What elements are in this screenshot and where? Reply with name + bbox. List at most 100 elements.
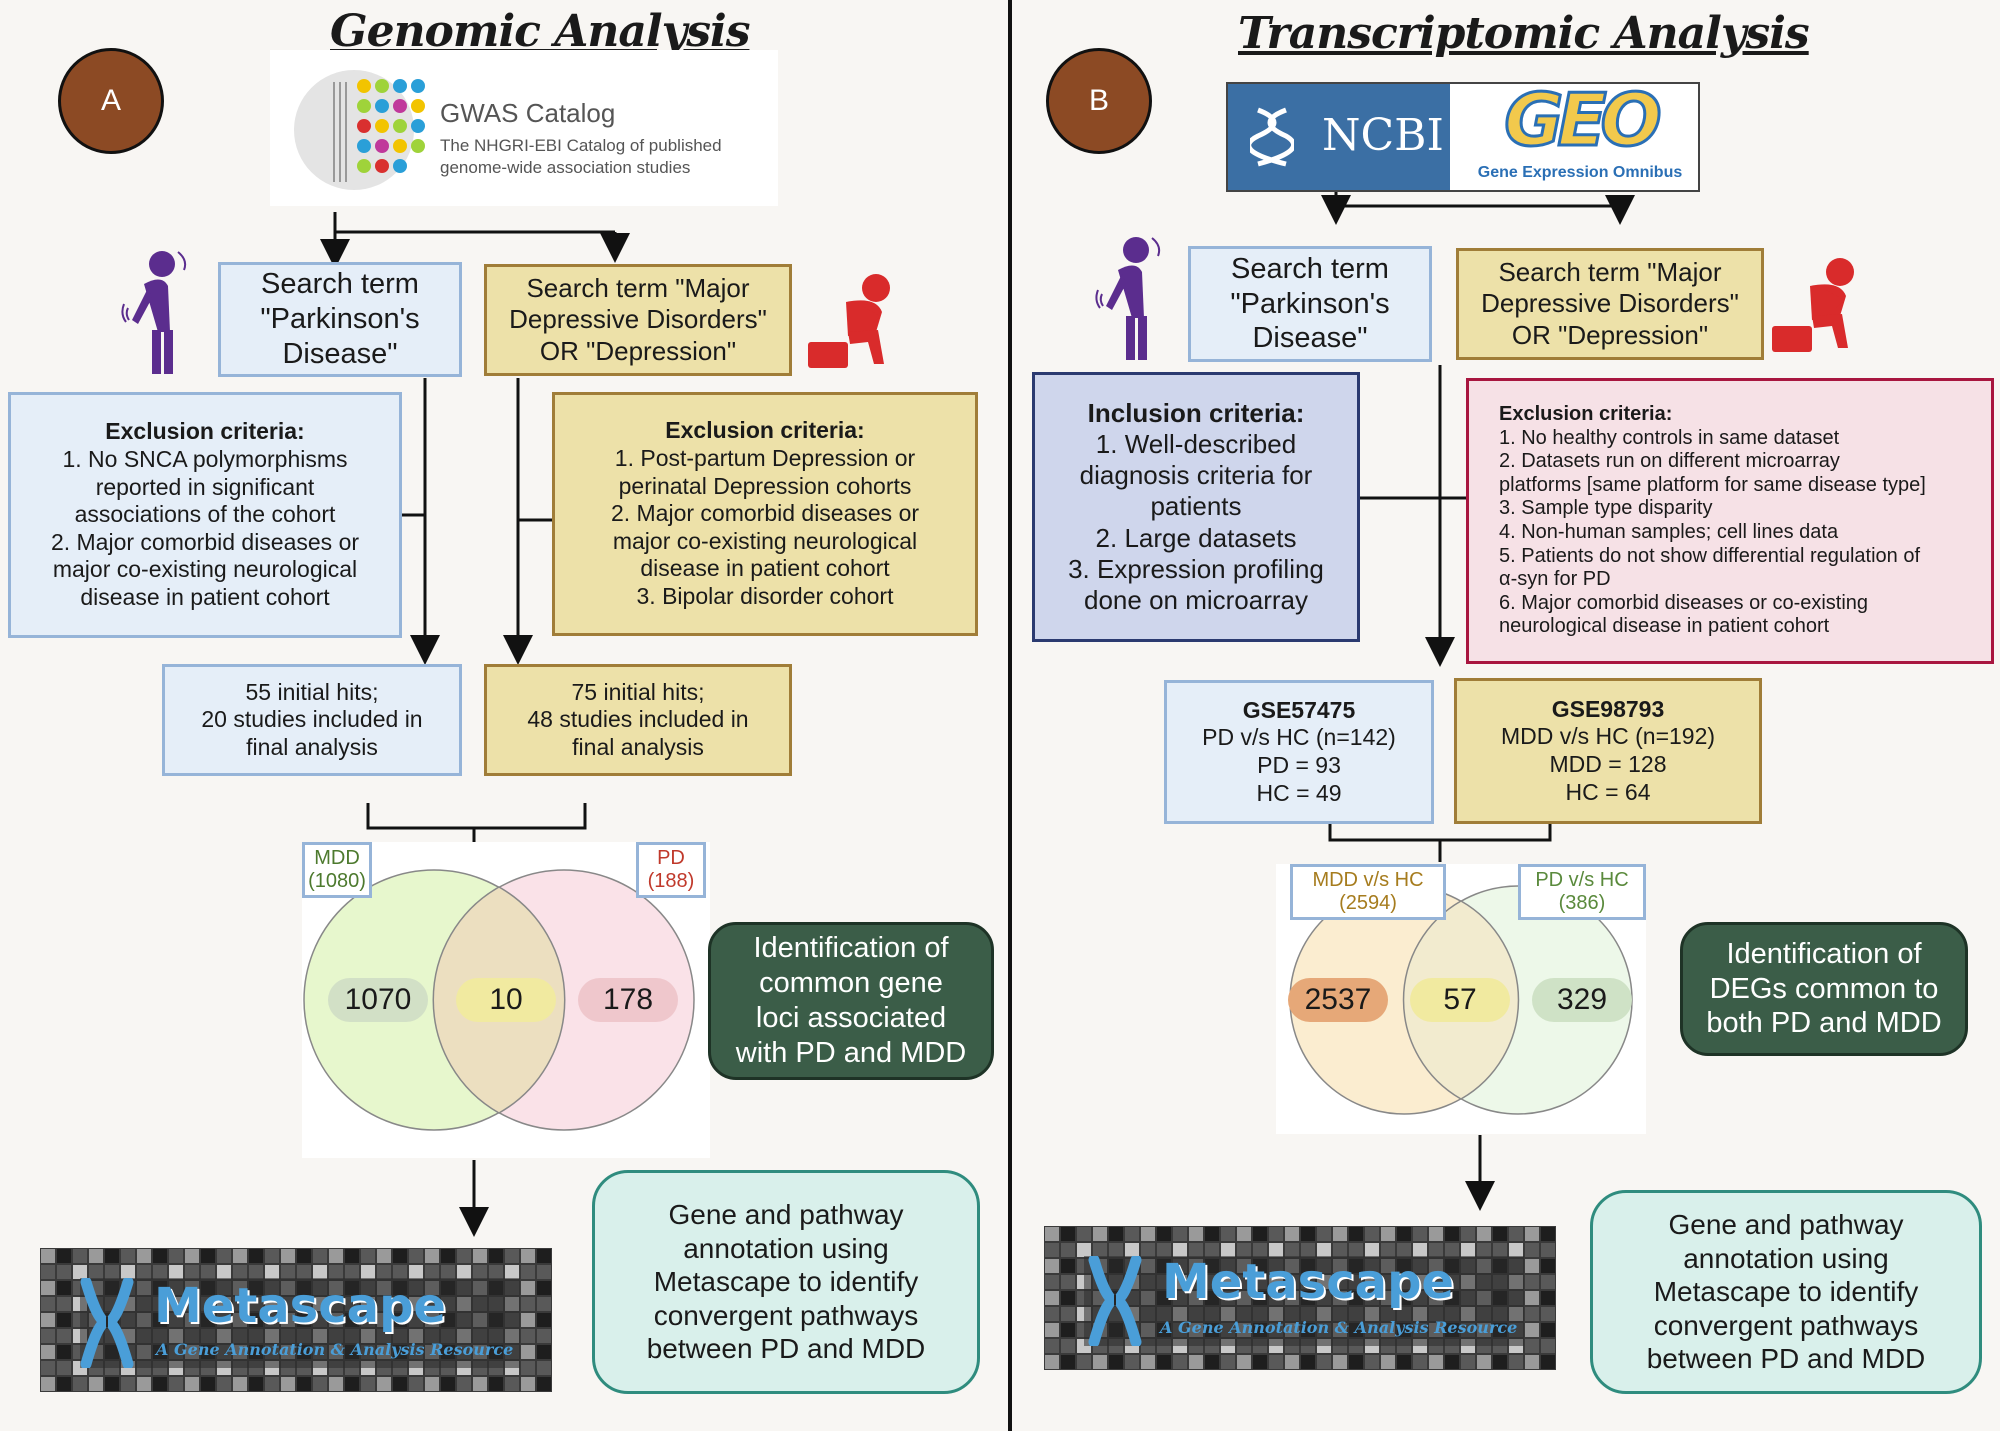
gwas-catalog-name: GWAS Catalog [440,98,616,128]
panel-a-title: Genomic Analysis [330,6,750,57]
exclusion-mdd-line: 3. Bipolar disorder cohort [636,582,894,609]
result-genomic: Identification of common gene loci assoc… [708,922,994,1080]
exclusion-pd-line: associations of the cohort [74,501,336,528]
hits-pd-line3: final analysis [246,733,378,760]
metascape-mosaic-b [1044,1226,1556,1370]
exclusion-b-line: 5. Patients do not show differential reg… [1499,544,1921,567]
dataset-mdd-line: HC = 64 [1565,778,1651,805]
venn-a-mdd-label-name: MDD [314,847,360,869]
venn-b-overlap: 57 [1410,978,1510,1022]
search-term-mdd: Search term "Major Depressive Disorders"… [484,264,792,376]
dataset-pd-line: PD v/s HC (n=142) [1202,724,1396,751]
exclusion-b-line: platforms [same platform for same diseas… [1499,473,1926,496]
panel-b-badge: B [1046,48,1152,154]
search-term-pd-line3: Disease" [282,337,398,370]
search-term-pd-line1: Search term [261,268,419,301]
parkinsons-patient-icon-b [1095,237,1161,360]
exclusion-b-line: 3. Sample type disparity [1499,497,1713,520]
venn-b-mdd-label-count: (2594) [1339,892,1397,914]
annotation-genomic-line: annotation using [683,1232,889,1264]
search-term-mdd-b: Search term "Major Depressive Disorders"… [1456,248,1764,360]
annotation-genomic-line: convergent pathways [653,1299,919,1331]
result-transcriptomic-line1: Identification of [1726,937,1922,970]
annotation-transcriptomic: Gene and pathway annotation using Metasc… [1590,1190,1982,1394]
depressed-patient-icon [808,274,890,368]
inclusion-line: 1. Well-described [1095,429,1297,460]
exclusion-pd-heading: Exclusion criteria: [105,418,305,445]
exclusion-mdd-heading: Exclusion criteria: [665,417,865,444]
annotation-transcriptomic-line: annotation using [1683,1242,1889,1274]
exclusion-pd-line: reported in significant [95,473,315,500]
exclusion-b-line: 1. No healthy controls in same dataset [1499,426,1840,449]
venn-b-pd-label-count: (386) [1558,892,1606,914]
inclusion-criteria: Inclusion criteria: 1. Well-described di… [1032,372,1360,642]
hits-mdd-line3: final analysis [572,733,704,760]
gwas-catalog-sub1: The NHGRI-EBI Catalog of published [440,136,722,155]
venn-b-mdd-only: 2537 [1288,978,1388,1022]
connector-gwas-split [333,212,615,248]
result-transcriptomic-line3: both PD and MDD [1706,1007,1942,1040]
venn-a-pd-label-count: (188) [647,870,695,892]
search-term-mdd-b-line2: Depressive Disorders" [1481,288,1739,319]
dataset-mdd: GSE98793 MDD v/s HC (n=192) MDD = 128 HC… [1454,678,1762,824]
metascape-chromosome-icon [80,1278,134,1368]
search-term-pd-b-line2: "Parkinson's [1230,287,1390,320]
parkinsons-patient-icon [121,251,187,374]
exclusion-b-line: 6. Major comorbid diseases or co-existin… [1499,591,1869,614]
metascape-name-b: Metascape [1162,1254,1454,1310]
search-term-pd: Search term "Parkinson's Disease" [218,262,462,377]
panel-b-title: Transcriptomic Analysis [1238,8,1810,59]
search-term-mdd-line1: Search term "Major [526,273,750,304]
venn-b-mdd-label-name: MDD v/s HC [1312,869,1424,891]
metascape-logo-a: Metascape A Gene Annotation & Analysis R… [40,1248,552,1392]
result-genomic-line2: common gene [759,967,943,1000]
result-genomic-line3: loci associated [755,1002,947,1034]
ncbi-geo-logo: NCBI GEO Gene Expression Omnibus [1226,77,1700,192]
exclusion-pd-line: 1. No SNCA polymorphisms [62,446,348,473]
annotation-transcriptomic-line: Gene and pathway [1668,1209,1904,1241]
metascape-name-a: Metascape [154,1278,446,1334]
exclusion-b-line: neurological disease in patient cohort [1499,615,1830,638]
metascape-logo-b: Metascape A Gene Annotation & Analysis R… [1044,1226,1556,1370]
venn-b-pd-label-name: PD v/s HC [1535,869,1629,891]
annotation-genomic: Gene and pathway annotation using Metasc… [592,1170,980,1394]
result-transcriptomic: Identification of DEGs common to both PD… [1680,922,1968,1056]
panel-divider [1008,0,1012,1431]
exclusion-mdd-line: 2. Major comorbid diseases or [610,500,920,527]
result-genomic-line4: with PD and MDD [735,1036,967,1069]
venn-circles-transcriptomic [1289,885,1633,1115]
search-term-pd-line2: "Parkinson's [260,303,420,336]
metascape-mosaic-a [40,1248,552,1392]
venn-a-pd-label-name: PD [657,847,685,869]
dna-helix-icon [294,70,425,190]
inclusion-line: 3. Expression profiling [1068,553,1324,584]
annotation-genomic-line: Metascape to identify [653,1266,919,1298]
hits-pd-line2: 20 studies included in [201,706,423,733]
ncbi-name: NCBI [1322,110,1444,161]
dataset-pd-line: PD = 93 [1257,752,1341,778]
metascape-chromosome-icon-b [1088,1256,1142,1346]
venn-a-pd-only: 178 [578,978,678,1022]
inclusion-heading: Inclusion criteria: [1087,397,1305,428]
depressed-patient-icon-b [1772,258,1854,352]
dataset-pd-id: GSE57475 [1242,696,1356,723]
hits-mdd: 75 initial hits; 48 studies included in … [484,664,792,776]
venn-a-mdd-only: 1070 [328,978,428,1022]
annotation-transcriptomic-line: convergent pathways [1653,1309,1919,1341]
exclusion-pd-line: disease in patient cohort [80,583,330,610]
exclusion-b-line: α-syn for PD [1499,568,1611,591]
exclusion-b-line: 4. Non-human samples; cell lines data [1499,521,1839,543]
search-term-mdd-line2: Depressive Disorders" [509,304,767,335]
hits-pd: 55 initial hits; 20 studies included in … [162,664,462,776]
venn-b-pd-only: 329 [1532,978,1632,1022]
panel-a-badge: A [58,48,164,154]
search-term-pd-b-line1: Search term [1231,252,1389,285]
ncbi-helix-icon [1250,107,1294,167]
hits-pd-line1: 55 initial hits; [245,678,379,705]
venn-a-mdd-label-count: (1080) [308,870,366,892]
result-genomic-line1: Identification of [753,932,949,965]
search-term-pd-b: Search term "Parkinson's Disease" [1188,246,1432,362]
inclusion-line: diagnosis criteria for [1079,460,1313,491]
annotation-genomic-line: between PD and MDD [646,1333,926,1365]
exclusion-mdd-line: 1. Post-partum Depression or [614,445,916,472]
